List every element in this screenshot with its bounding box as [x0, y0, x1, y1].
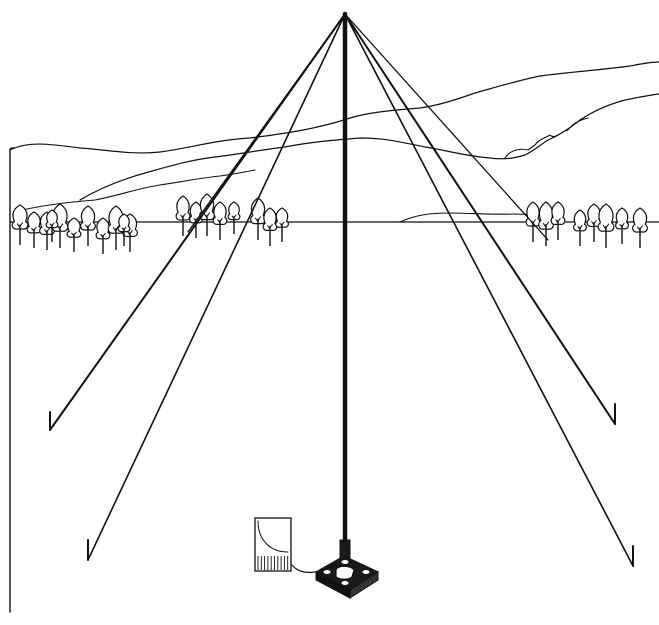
guy-wire-right-far: [344, 13, 634, 567]
tree: [26, 211, 42, 248]
tree: [275, 207, 289, 242]
middle-ridge: [79, 93, 659, 201]
valley-detail: [504, 117, 589, 159]
guy-wires: [49, 13, 634, 567]
tree: [632, 207, 648, 248]
tree: [250, 197, 266, 240]
tree-line-center: [175, 193, 289, 246]
tree: [11, 204, 29, 245]
tree: [615, 207, 629, 244]
tree: [262, 207, 278, 246]
ground-stakes: [49, 403, 634, 567]
guy-wire-left-back: [187, 13, 346, 233]
base-plate: [314, 555, 380, 599]
tree: [573, 209, 587, 246]
far-ridge: [9, 61, 659, 154]
tree: [538, 201, 554, 246]
base-bolt: [341, 581, 349, 585]
tuner-box: [254, 517, 292, 572]
tree: [95, 217, 111, 254]
tuner-fins: [257, 556, 289, 570]
base-bolt: [341, 560, 349, 564]
tree: [175, 195, 191, 236]
guy-wire-right-near: [344, 13, 616, 425]
guy-wire-right-back: [344, 13, 549, 241]
base-bolt: [362, 570, 370, 574]
tree: [586, 203, 602, 242]
tree: [227, 201, 241, 234]
tree: [45, 209, 59, 242]
tree: [80, 205, 96, 246]
tree: [212, 201, 228, 240]
base-bolt: [323, 570, 331, 574]
hill-outlines: [9, 61, 659, 223]
tree: [66, 217, 82, 252]
tree: [597, 203, 615, 248]
tree-line-left: [11, 203, 138, 254]
tree: [525, 201, 541, 242]
tree: [117, 213, 131, 246]
guy-wire-left-far: [87, 13, 346, 561]
tree: [550, 201, 566, 240]
tree-line-right: [525, 201, 648, 248]
